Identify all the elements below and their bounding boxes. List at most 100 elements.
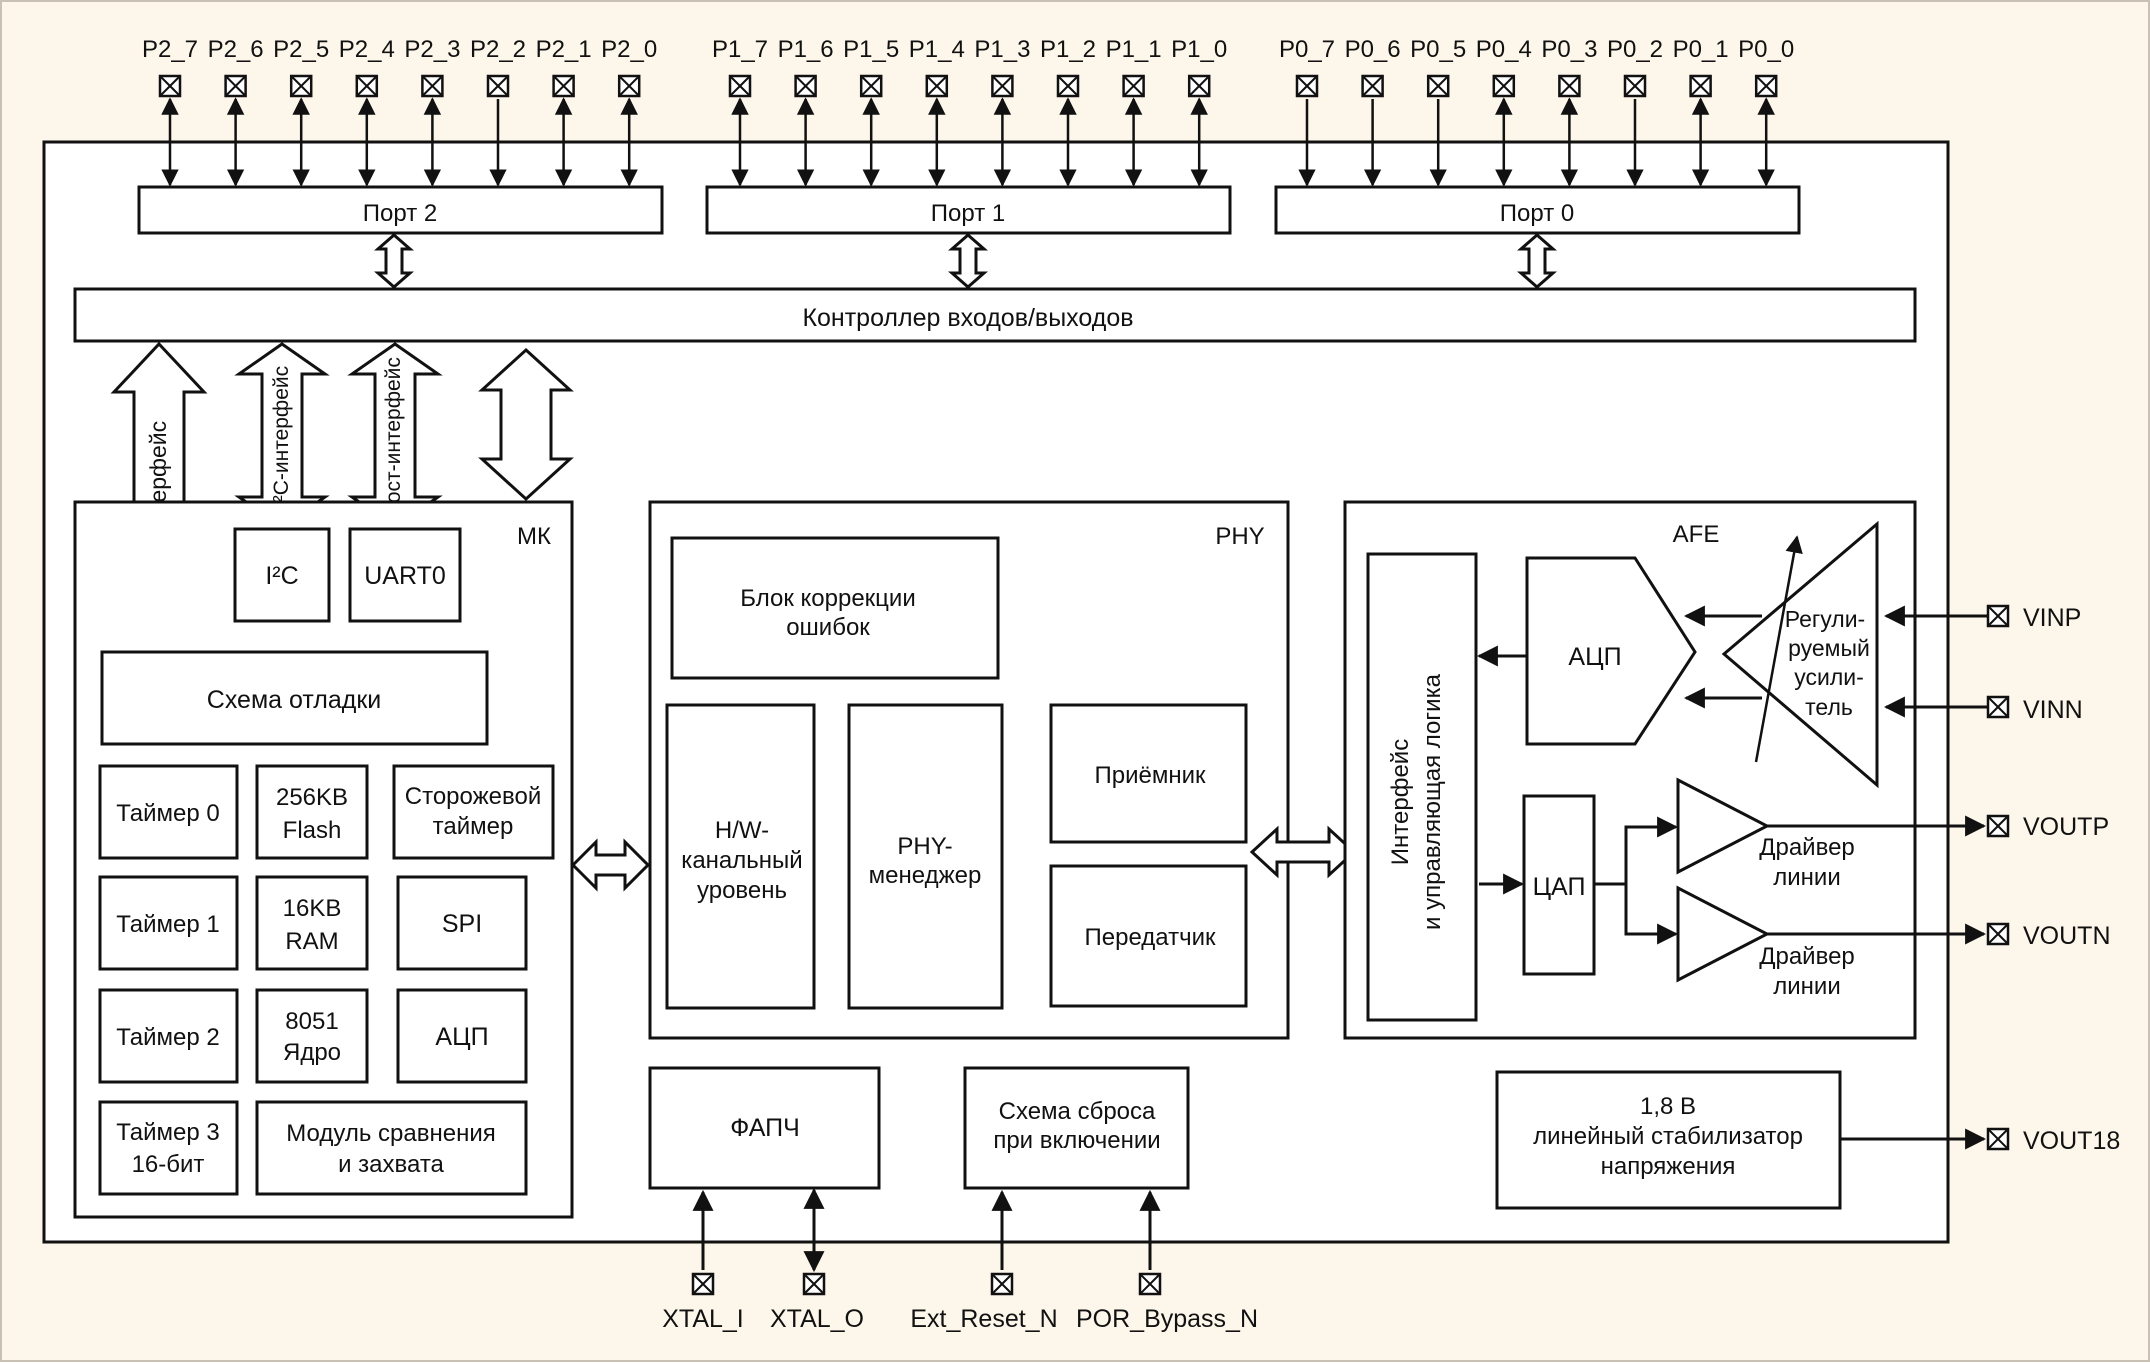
line-driver-2-triangle: [1676, 885, 1771, 983]
pin-box-icon: [794, 74, 817, 98]
core-block: [255, 988, 369, 1084]
core-label-2: Ядро: [283, 1039, 341, 1066]
pin-label: P2_7: [142, 36, 198, 63]
pin-box-icon: [1492, 74, 1516, 98]
spi-label: SPI: [442, 910, 482, 938]
pin-label: P0_3: [1541, 36, 1597, 63]
afe-logic-label-2: и управляющая логика: [1419, 673, 1446, 930]
port-2-box: Порт 2: [137, 185, 664, 235]
timer2-block: [98, 988, 239, 1084]
capture-label-1: Модуль сравнения: [286, 1120, 495, 1147]
pin-p0-4: P0_4: [1476, 36, 1532, 187]
afe-logic-block: [1366, 552, 1478, 1022]
pin-vinn-label: VINN: [2023, 696, 2083, 724]
receiver-block: [1049, 703, 1248, 844]
pin-label: P0_0: [1738, 36, 1794, 63]
timer3-label-1: Таймер 3: [116, 1119, 220, 1146]
pin-vinp: VINP: [1986, 604, 2081, 632]
pin-vout18: VOUT18: [1986, 1127, 2120, 1155]
pin-p0-7: P0_7: [1279, 36, 1335, 187]
pin-vout18-label: VOUT18: [2023, 1127, 2120, 1155]
debug-block: [100, 650, 489, 746]
pin-ext-reset-label: Ext_Reset_N: [910, 1305, 1057, 1333]
pin-box-icon: [552, 74, 575, 98]
port-0-bus-arrow: [1517, 233, 1557, 289]
regulator-label-3: напряжения: [1601, 1153, 1736, 1180]
uart-block: [348, 527, 462, 623]
port-bus-arrows: [374, 233, 1557, 289]
pin-p2-1: P2_1: [536, 36, 592, 187]
timer1-label: Таймер 1: [116, 911, 220, 938]
mk-bus-arrow: [478, 347, 574, 502]
pin-label: P0_4: [1476, 36, 1532, 63]
line-driver-1-label-2: линии: [1773, 864, 1840, 891]
pin-p2-0: P2_0: [601, 36, 657, 187]
pin-box-icon: [617, 74, 641, 98]
pin-xtal-o: XTAL_O: [770, 1272, 864, 1333]
vga-label-3: усили-: [1794, 664, 1864, 690]
pin-label: P2_2: [470, 36, 526, 63]
hw-label-1: H/W-: [715, 817, 769, 844]
receiver-label: Приёмник: [1094, 762, 1206, 789]
pin-vinn: VINN: [1986, 695, 2083, 724]
uart-block-label: UART0: [364, 562, 446, 590]
debug-block-label: Схема отладки: [207, 686, 381, 714]
pin-p2-7: P2_7: [142, 36, 198, 187]
mk-block: МК I²C UART0 Схема отладки Таймер 0 256K…: [73, 500, 574, 1219]
pin-voutn: VOUTN: [1986, 922, 2111, 950]
pin-voutp: VOUTP: [1986, 813, 2109, 841]
phy-manager-label-2: менеджер: [869, 862, 982, 889]
capture-block: [255, 1100, 528, 1196]
pin-box-icon: [925, 74, 949, 98]
pin-voutn-label: VOUTN: [2023, 922, 2111, 950]
afe-adc-label: АЦП: [1568, 643, 1621, 671]
vga-triangle: [1721, 520, 1879, 789]
afe-logic-label-1: Интерфейс: [1387, 739, 1414, 865]
reset-label-1: Схема сброса: [999, 1098, 1156, 1125]
pin-box-icon: [1754, 74, 1778, 98]
pin-por-bypass: POR_Bypass_N: [1076, 1272, 1258, 1333]
pin-label: P1_5: [843, 36, 899, 63]
ram-label-1: 16KB: [283, 895, 342, 922]
port-1-box: Порт 1: [705, 185, 1232, 235]
timer0-block: [98, 764, 239, 860]
port-0-label: Порт 0: [1500, 200, 1574, 227]
pin-p0-2: P0_2: [1607, 36, 1663, 187]
pin-box-icon: [991, 74, 1014, 98]
port-2-bus-arrow: [374, 233, 414, 289]
pin-box-icon: [355, 74, 379, 98]
hw-label-3: уровень: [697, 877, 787, 904]
pin-box-icon: [1122, 74, 1145, 98]
vga-label-4: тель: [1805, 694, 1853, 720]
line-driver-2-label-1: Драйвер: [1759, 943, 1855, 970]
timer1-block: [98, 875, 239, 971]
regulator-block: 1,8 В линейный стабилизатор напряжения: [1495, 1070, 1842, 1210]
pin-vinp-label: VINP: [2023, 604, 2081, 632]
mk-phy-bus-arrow: [570, 838, 651, 892]
pin-p0-6: P0_6: [1345, 36, 1401, 187]
ecc-label-2: ошибок: [786, 614, 870, 641]
pin-label: P2_1: [536, 36, 592, 63]
afe-dac-block: [1522, 794, 1596, 976]
pin-por-bypass-label: POR_Bypass_N: [1076, 1305, 1258, 1333]
pin-label: P1_4: [909, 36, 965, 63]
afe-adc-shape: [1525, 556, 1697, 746]
pin-label: P0_5: [1410, 36, 1466, 63]
pin-box-icon: [421, 74, 444, 98]
regulator-label-1: 1,8 В: [1640, 1093, 1696, 1120]
mk-adc-block: [396, 988, 528, 1084]
capture-label-2: и захвата: [338, 1151, 444, 1178]
pin-xtal-i: XTAL_I: [662, 1272, 744, 1333]
pin-box-icon: [1187, 74, 1211, 98]
pin-box-icon: [990, 1272, 1014, 1296]
pin-p1-7: P1_7: [712, 36, 768, 187]
phy-block: PHY Блок коррекции ошибок H/W- канальный…: [648, 500, 1290, 1040]
phy-manager-block: [847, 703, 1004, 1010]
pin-box-icon: [289, 74, 313, 98]
pin-box-icon: [691, 1272, 715, 1296]
pin-box-icon: [486, 74, 510, 98]
pin-label: P2_6: [208, 36, 264, 63]
pin-label: P2_3: [404, 36, 460, 63]
pin-label: P0_7: [1279, 36, 1335, 63]
pin-p2-2: P2_2: [470, 36, 526, 187]
